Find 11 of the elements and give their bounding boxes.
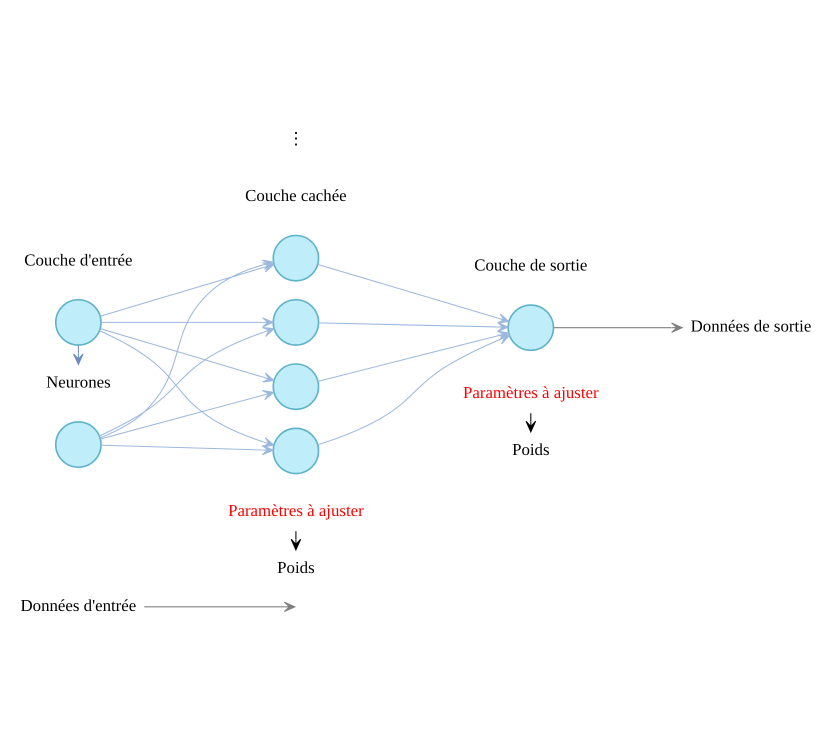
node-text: Poids bbox=[512, 440, 550, 459]
node-text: Neurones bbox=[46, 372, 111, 392]
label: Couche d'entrée bbox=[24, 250, 133, 270]
node-text: Données de sortie bbox=[690, 316, 812, 336]
node-text: Données d'entrée bbox=[20, 596, 136, 615]
node-text: Paramètres à ajuster bbox=[463, 383, 599, 402]
label: Couche cachée bbox=[245, 186, 347, 206]
label: ⋮ bbox=[287, 129, 304, 148]
node-text: Poids bbox=[277, 558, 315, 577]
label: Couche de sortie bbox=[474, 256, 588, 275]
node-text: Paramètres à ajuster bbox=[228, 501, 364, 520]
